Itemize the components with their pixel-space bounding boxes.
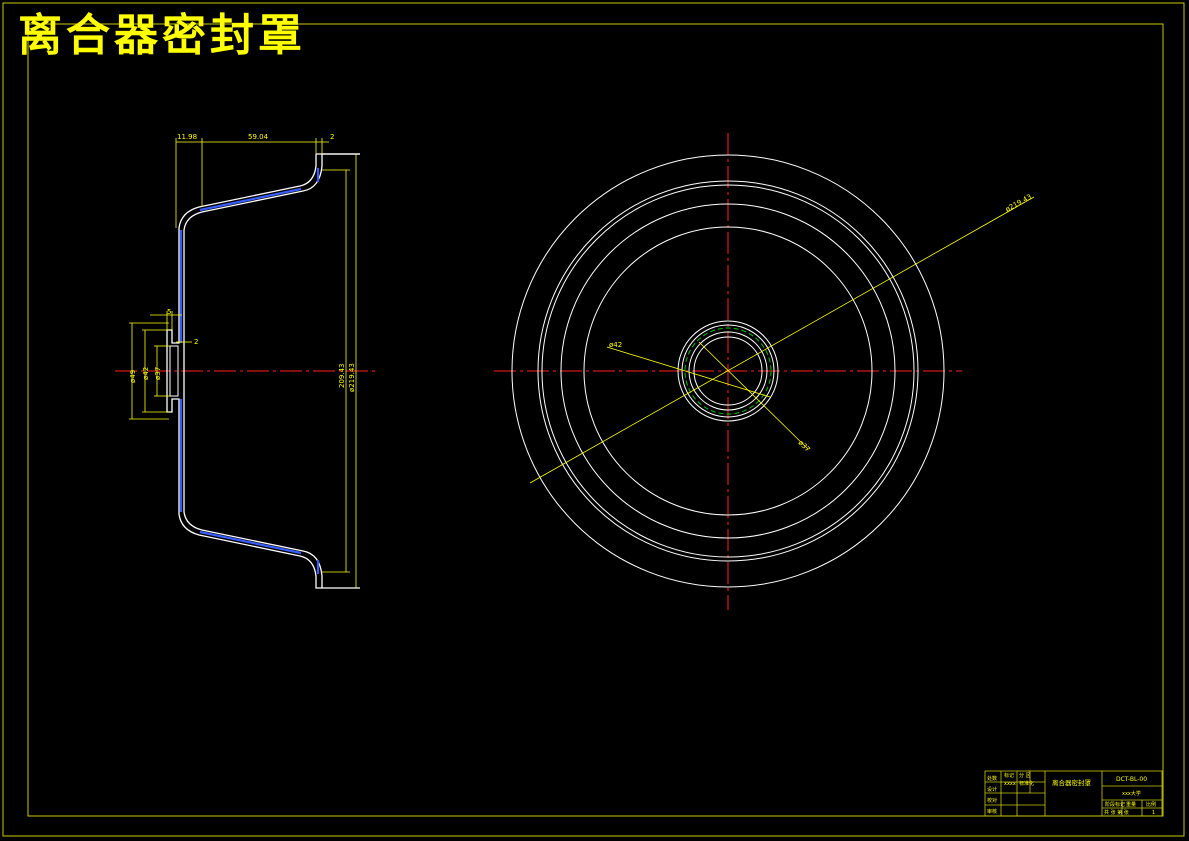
front-wall-circle-2 bbox=[583, 226, 873, 516]
dim-top-c: 2 bbox=[330, 133, 334, 141]
front-hub-circle-2 bbox=[681, 324, 775, 418]
tb-std-hint: 标准化 bbox=[1019, 780, 1034, 787]
front-hub-circle-outer bbox=[677, 320, 779, 422]
tb-drawing-no: DCT-BL-00 bbox=[1116, 776, 1147, 783]
side-section-hatch bbox=[179, 168, 320, 574]
front-view: ø219.43 ø42 ø37 bbox=[494, 133, 1035, 610]
inner-border bbox=[27, 23, 1164, 817]
tb-label-check: 校对 bbox=[987, 797, 997, 804]
title-block bbox=[984, 770, 1163, 817]
dim-hub-dia-front: ø42 bbox=[609, 341, 622, 349]
tb-school: xxx大学 bbox=[1122, 790, 1141, 797]
tb-col-stage: 阶段标记 bbox=[1105, 801, 1125, 808]
dim-outer-dia-front: ø219.43 bbox=[1004, 193, 1033, 214]
tb-label-count: 处数 bbox=[987, 775, 997, 782]
front-bore-circle bbox=[693, 336, 763, 406]
front-hidden-circle bbox=[684, 327, 772, 415]
tb-material-hint: xxxx bbox=[1004, 781, 1016, 787]
tb-col-scale: 比例 bbox=[1146, 801, 1156, 808]
front-flange-circle-2 bbox=[541, 184, 915, 558]
side-hub-slot bbox=[169, 345, 179, 397]
side-profile-inner bbox=[183, 153, 360, 588]
tb-sheet: 共 张 第 张 bbox=[1104, 809, 1129, 816]
front-hub-circle-3 bbox=[688, 331, 768, 411]
title-block-text: 标记 处数 分 区 xxxx 标准化 设计 校对 审核 工艺 离合器密封罩 DC… bbox=[987, 772, 1156, 816]
front-wall-circle-1 bbox=[560, 203, 896, 539]
dim-inner-height: 209.43 bbox=[338, 364, 346, 389]
tb-label-zone: 分 区 bbox=[1019, 772, 1031, 779]
tb-label-design: 设计 bbox=[987, 786, 997, 793]
dim-top-b: 59.04 bbox=[248, 133, 269, 141]
tb-col-weight: 重量 bbox=[1126, 801, 1136, 808]
dim-dia-hub-inner: ø37 bbox=[154, 367, 162, 380]
dim-top-a: 11.98 bbox=[177, 133, 197, 141]
tb-part-name: 离合器密封罩 bbox=[1052, 778, 1092, 787]
dim-outer-dia-side: ø219.43 bbox=[348, 363, 356, 392]
dim-dia-hub-mid: ø42 bbox=[142, 367, 150, 380]
tb-scale-value: 1 bbox=[1152, 810, 1155, 816]
dim-bore-dia-front: ø37 bbox=[797, 439, 812, 454]
dim-dia-hub-outer: ø49 bbox=[129, 370, 137, 383]
tb-label-mark: 标记 bbox=[1004, 772, 1014, 779]
front-flange-circle-1 bbox=[537, 180, 919, 562]
drawing-title: 离合器密封罩 bbox=[18, 10, 306, 61]
front-outer-circle bbox=[511, 154, 945, 588]
side-view: 11.98 59.04 2 5 2 ø49 ø42 ø37 209.43 ø21… bbox=[115, 133, 376, 589]
dim-hub-width: 5 bbox=[167, 308, 171, 316]
dim-hub-thickness: 2 bbox=[194, 338, 198, 346]
tb-label-audit: 审核 bbox=[987, 808, 997, 815]
